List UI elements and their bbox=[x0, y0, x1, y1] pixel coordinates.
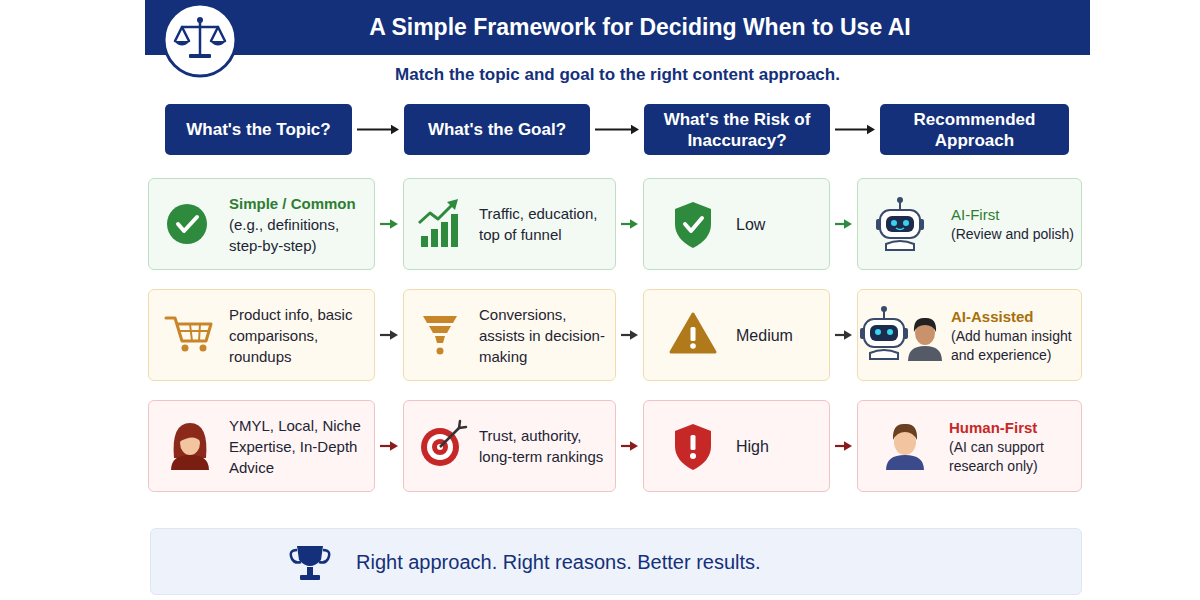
arrow-head bbox=[844, 219, 852, 229]
goal-box: Conversions, assists in decision-making bbox=[403, 289, 616, 381]
column-header: Recommended Approach bbox=[880, 104, 1069, 155]
risk-box: Medium bbox=[643, 289, 830, 381]
column-header: What's the Goal? bbox=[404, 104, 590, 155]
scales-pans bbox=[174, 41, 226, 46]
flow-arrow bbox=[380, 330, 398, 340]
node-text: What's the Topic? bbox=[186, 119, 330, 140]
arrow-line bbox=[380, 223, 392, 225]
arrow-head bbox=[391, 125, 399, 135]
flow-arrow bbox=[835, 125, 875, 135]
flow-arrow bbox=[357, 125, 399, 135]
arrow-head bbox=[630, 219, 638, 229]
topic-box: Product info, basic comparisons, roundup… bbox=[148, 289, 375, 381]
flow-arrow bbox=[380, 441, 398, 451]
arrow-line bbox=[380, 445, 392, 447]
arrow-head bbox=[390, 219, 398, 229]
badge-circle bbox=[164, 4, 236, 76]
goal-box: Trust, authority, long-term rankings bbox=[403, 400, 616, 492]
node-text: (Review and polish) bbox=[951, 225, 1079, 244]
arrow-head bbox=[390, 330, 398, 340]
node-text: (e.g., definitions, step-by-step) bbox=[229, 214, 369, 256]
topic-box: YMYL, Local, Niche Expertise, In-Depth A… bbox=[148, 400, 375, 492]
node-text: AI-First bbox=[951, 204, 1079, 225]
arrow-head bbox=[630, 330, 638, 340]
arrow-line bbox=[621, 223, 632, 225]
arrow-line bbox=[835, 223, 846, 225]
column-header: What's the Risk of Inaccuracy? bbox=[644, 104, 830, 155]
flow-arrow bbox=[621, 330, 638, 340]
goal-box: Traffic, education, top of funnel bbox=[403, 178, 616, 270]
node-text: What's the Goal? bbox=[428, 119, 566, 140]
node-text: Recommended Approach bbox=[890, 109, 1059, 151]
approach-box: AI-Assisted(Add human insight and experi… bbox=[857, 289, 1082, 381]
arrow-line bbox=[357, 128, 393, 130]
node-text: Low bbox=[736, 214, 826, 235]
column-header: What's the Topic? bbox=[165, 104, 352, 155]
arrow-head bbox=[867, 125, 875, 135]
scales-symbol bbox=[175, 20, 225, 55]
arrow-line bbox=[835, 334, 846, 336]
node-text: Traffic, education, top of funnel bbox=[479, 203, 611, 245]
node-text: AI-Assisted bbox=[951, 306, 1079, 327]
node-text: Right approach. Right reasons. Better re… bbox=[356, 549, 1056, 575]
node-text: (AI can support research only) bbox=[949, 438, 1077, 476]
arrow-head bbox=[844, 330, 852, 340]
arrow-line bbox=[380, 334, 392, 336]
risk-box: High bbox=[643, 400, 830, 492]
flow-arrow bbox=[835, 219, 852, 229]
scales-beam bbox=[182, 26, 218, 29]
node-text: Human-First bbox=[949, 417, 1077, 438]
scales-badge bbox=[164, 4, 236, 76]
title-bar bbox=[145, 0, 1090, 55]
flow-arrow bbox=[621, 441, 638, 451]
approach-box: Human-First(AI can support research only… bbox=[857, 400, 1082, 492]
node-text: Conversions, assists in decision-making bbox=[479, 304, 611, 367]
scales-knob bbox=[197, 17, 203, 23]
title-text: A Simple Framework for Deciding When to … bbox=[240, 0, 1040, 55]
node-text: What's the Risk of Inaccuracy? bbox=[654, 109, 820, 151]
arrow-line bbox=[835, 128, 869, 130]
arrow-head bbox=[630, 441, 638, 451]
subtitle-text: Match the topic and goal to the right co… bbox=[145, 62, 1090, 88]
arrow-head bbox=[844, 441, 852, 451]
node-text: Simple / Common bbox=[229, 193, 369, 214]
approach-box: AI-First(Review and polish) bbox=[857, 178, 1082, 270]
node-text: YMYL, Local, Niche Expertise, In-Depth A… bbox=[229, 415, 364, 478]
node-text: Product info, basic comparisons, roundup… bbox=[229, 304, 364, 367]
node-text: High bbox=[736, 436, 826, 457]
arrow-line bbox=[835, 445, 846, 447]
flow-arrow bbox=[380, 219, 398, 229]
arrow-line bbox=[621, 334, 632, 336]
footer-band: Right approach. Right reasons. Better re… bbox=[150, 528, 1082, 595]
arrow-line bbox=[621, 445, 632, 447]
node-text: Medium bbox=[736, 325, 826, 346]
arrow-head bbox=[390, 441, 398, 451]
topic-box: Simple / Common(e.g., definitions, step-… bbox=[148, 178, 375, 270]
flow-arrow bbox=[621, 219, 638, 229]
node-text: Trust, authority, long-term rankings bbox=[479, 425, 611, 467]
scales-base bbox=[189, 54, 211, 58]
flow-arrow bbox=[595, 125, 639, 135]
scales-post bbox=[199, 20, 202, 55]
scales-strings bbox=[175, 27, 225, 41]
flow-arrow bbox=[835, 441, 852, 451]
flow-arrow bbox=[835, 330, 852, 340]
arrow-head bbox=[631, 125, 639, 135]
arrow-line bbox=[595, 128, 633, 130]
node-text: (Add human insight and experience) bbox=[951, 327, 1079, 365]
risk-box: Low bbox=[643, 178, 830, 270]
